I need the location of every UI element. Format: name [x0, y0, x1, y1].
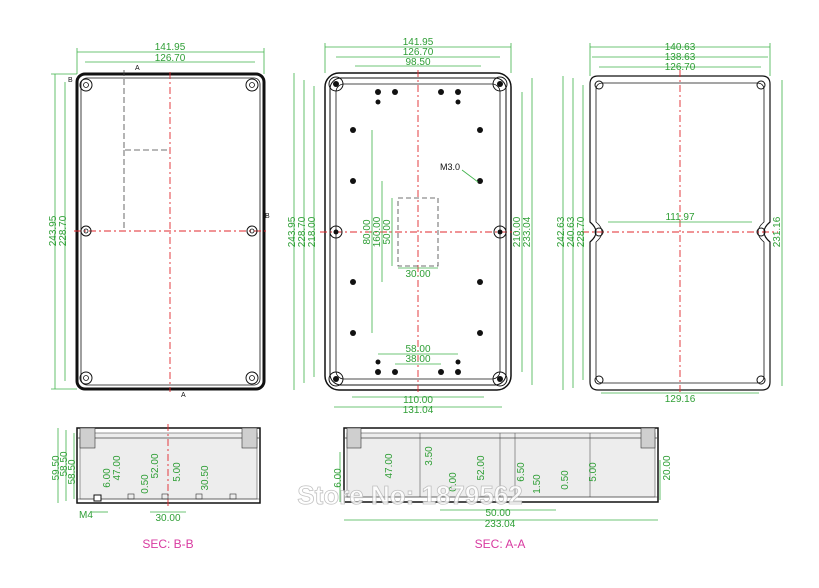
- section-mark-b-right: B: [265, 213, 270, 220]
- dim-47: 47.00: [112, 455, 123, 480]
- screw-hole-icon: [594, 375, 604, 385]
- screw-hole-icon: [245, 371, 259, 385]
- dim-0-5: 0.50: [560, 470, 571, 490]
- section-mark-a-bottom: A: [181, 392, 186, 399]
- dim-inner-80: 80.00: [362, 219, 373, 244]
- section-mark-a-top: A: [135, 65, 140, 72]
- dim-59-50: 59.50: [51, 455, 62, 480]
- section-aa-view: 6.00 47.00 3.50 52.00 6.50 0.50 5.00 20.…: [333, 427, 673, 551]
- dim-height-inner: 228.70: [58, 215, 69, 246]
- dim-110: 110.00: [403, 395, 433, 406]
- dim-5: 5.00: [588, 462, 599, 482]
- screw-hole-icon: [80, 225, 92, 237]
- screw-hole-icon: [492, 76, 508, 92]
- dim-height-inner: 228.70: [297, 216, 308, 247]
- screw-hole-icon: [756, 375, 766, 385]
- dim-6: 6.00: [333, 468, 344, 488]
- dim-faint-0: 0.00: [448, 472, 459, 492]
- dim-faint-1-5: 1.50: [532, 474, 543, 494]
- dim-height-mid: 240.63: [566, 216, 577, 247]
- dim-38: 38.00: [405, 354, 430, 365]
- dim-131: 131.04: [403, 405, 434, 416]
- dim-height-inner: 228.70: [576, 216, 587, 247]
- dim-47: 47.00: [384, 453, 395, 478]
- dim-5: 5.00: [172, 462, 183, 482]
- dim-0-5: 0.50: [140, 474, 151, 494]
- mounting-hole-icon: [350, 89, 483, 375]
- dim-30: 30.00: [155, 513, 180, 524]
- dim-inner-50: 50.00: [382, 219, 393, 244]
- dim-3-5: 3.50: [424, 446, 435, 466]
- dim-6: 6.00: [102, 468, 113, 488]
- screw-hole-icon: [79, 371, 93, 385]
- screw-label: M4: [79, 510, 93, 521]
- dim-233: 233.04: [485, 519, 516, 530]
- section-aa-label: SEC: A-A: [475, 537, 526, 551]
- screw-hole-icon: [245, 78, 259, 92]
- screw-hole-icon: [246, 225, 258, 237]
- screw-hole-icon: [756, 80, 766, 90]
- dim-width-outer: 140.63: [665, 42, 696, 53]
- middle-top-view: 141.95 126.70 98.50 243.95 228.70 218.00…: [287, 37, 533, 416]
- screw-hole-icon: [594, 80, 604, 90]
- dim-58-50-b: 58.50: [67, 459, 78, 484]
- dim-210: 210.00: [512, 216, 523, 247]
- dim-width-inner: 126.70: [403, 47, 434, 58]
- dim-inner-160: 160.00: [372, 216, 383, 247]
- dim-50: 50.00: [485, 508, 510, 519]
- screw-hole-icon: [492, 371, 508, 387]
- dim-58-50-a: 58.50: [59, 451, 70, 476]
- screw-hole-icon: [756, 227, 766, 237]
- screw-hole-icon: [79, 78, 93, 92]
- dim-width-outer: 141.95: [155, 42, 186, 53]
- dim-233: 233.04: [522, 216, 533, 247]
- dim-height-outer: 243.95: [48, 215, 59, 246]
- screw-hole-icon: [493, 225, 507, 239]
- dim-30-5: 30.50: [200, 465, 211, 490]
- dim-30: 30.00: [405, 269, 430, 280]
- dim-width-inner: 126.70: [155, 53, 186, 64]
- dim-height-outer: 243.95: [287, 216, 298, 247]
- right-top-view: 140.63 138.63 126.70 242.63 240.63 228.7…: [556, 42, 783, 405]
- hole-spec-label: M3.0: [440, 162, 460, 172]
- section-mark-b-left: B: [68, 77, 73, 84]
- dim-height-inside: 218.00: [307, 216, 318, 247]
- dim-6-5: 6.50: [516, 462, 527, 482]
- dim-center: 111.97: [665, 212, 695, 223]
- dim-height-outer: 242.63: [556, 216, 567, 247]
- dim-width-inner: 126.70: [665, 62, 696, 73]
- dim-20: 20.00: [662, 455, 673, 480]
- dim-bottom: 129.16: [665, 394, 696, 405]
- dim-52: 52.00: [150, 453, 161, 478]
- screw-hole-icon: [328, 76, 344, 92]
- dim-width-mid: 138.63: [665, 52, 696, 63]
- dim-52: 52.00: [476, 455, 487, 480]
- section-bb-label: SEC: B-B: [142, 537, 193, 551]
- screw-hole-icon: [329, 225, 343, 239]
- dim-58: 58.00: [405, 344, 430, 355]
- screw-hole-icon: [594, 227, 604, 237]
- store-watermark: Store No: 1879562: [297, 480, 522, 510]
- section-bb-view: 59.50 58.50 58.50 47.00 6.00 52.00 0.50 …: [51, 424, 261, 551]
- dim-width-outer: 141.95: [403, 37, 434, 48]
- dim-hole-spacing: 98.50: [405, 57, 430, 68]
- screw-hole-icon: [328, 371, 344, 387]
- left-top-view: 141.95 126.70 243.95 228.70 A B B A: [48, 42, 270, 399]
- dim-height-right: 231.16: [772, 216, 783, 247]
